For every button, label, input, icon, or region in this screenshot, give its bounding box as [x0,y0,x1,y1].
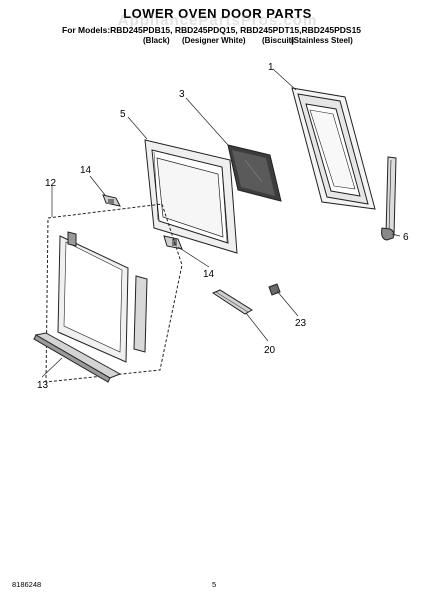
page-title: LOWER OVEN DOOR PARTS [123,6,312,21]
part-20-strip[interactable] [211,289,253,315]
finish-biscuit: (Biscuit) [262,36,294,45]
part-12-insulation-assembly[interactable] [45,203,183,383]
part-1-door-panel[interactable] [291,87,376,210]
callout-5: 5 [120,109,126,120]
finish-stainless-steel: (Stainless Steel) [291,36,353,45]
model-list: For Models:RBD245PDB15, RBD245PDQ15, RBD… [62,25,362,35]
callout-13: 13 [37,380,49,391]
finish-designer-white: (Designer White) [182,36,246,45]
callout-12: 12 [45,178,57,189]
callout-23: 23 [295,318,307,329]
callout-1: 1 [268,62,274,73]
part-5-inner-frame[interactable] [144,139,238,254]
finish-black: (Black) [143,36,170,45]
callout-3: 3 [179,89,185,100]
part-14-upper-clip[interactable] [102,194,121,207]
part-23-fastener[interactable] [268,283,281,296]
callout-20: 20 [264,345,276,356]
part-6-side-trim[interactable] [381,156,397,241]
part-3-glass[interactable] [227,144,282,202]
leader-lines [41,68,401,378]
callout-6: 6 [403,232,409,243]
callout-14-lower: 14 [203,269,215,280]
part-13-bottom-trim[interactable] [33,332,122,383]
doc-number: 8186248 [12,580,42,589]
callout-14-upper: 14 [80,165,92,176]
page-number: 5 [212,580,217,589]
